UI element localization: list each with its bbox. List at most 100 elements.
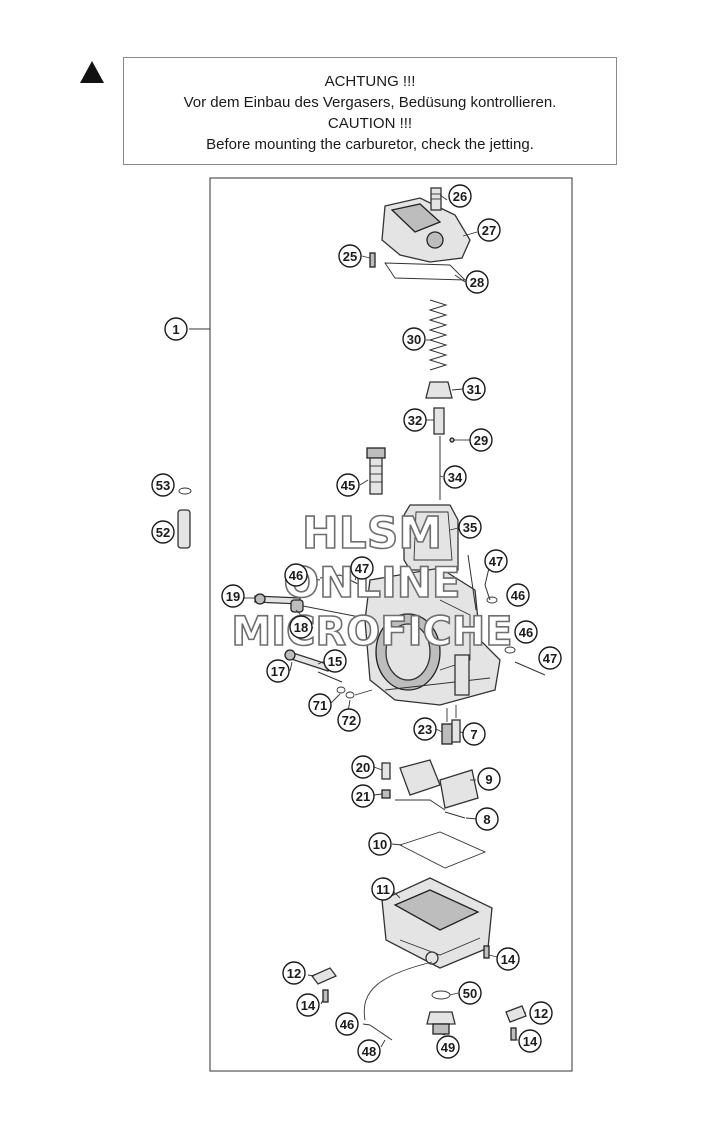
callout-circle (458, 981, 482, 1005)
callout-circle (296, 993, 320, 1017)
vent-tube (177, 487, 192, 549)
callout-circle (308, 693, 332, 717)
float-bowl-gasket (398, 831, 487, 869)
callout-circle (164, 317, 188, 341)
callout-circle (484, 549, 508, 573)
callout-11: 11 (371, 877, 395, 901)
callout-number: 28 (470, 275, 484, 290)
callout-number: 29 (474, 433, 488, 448)
callout-circle (462, 722, 486, 746)
callout-47: 47 (538, 646, 562, 670)
callout-circle (151, 520, 175, 544)
callout-number: 46 (511, 588, 525, 603)
callout-circle (403, 408, 427, 432)
callout-circle (465, 270, 489, 294)
callout-circle (371, 877, 395, 901)
callout-circle (402, 327, 426, 351)
callout-number: 48 (362, 1044, 376, 1059)
callout-20: 20 (351, 755, 375, 779)
idle-adjust-screw (366, 447, 386, 495)
drain-o-ring (431, 990, 451, 1000)
carburetor-top-cover (381, 187, 471, 263)
callout-27: 27 (477, 218, 501, 242)
callout-32: 32 (403, 408, 427, 432)
callout-number: 32 (408, 413, 422, 428)
callout-1: 1 (164, 317, 188, 341)
callout-number: 17 (271, 664, 285, 679)
callout-45: 45 (336, 473, 360, 497)
callout-7: 7 (462, 722, 486, 746)
callout-number: 52 (156, 525, 170, 540)
callout-circle (448, 184, 472, 208)
callout-9: 9 (477, 767, 501, 791)
overflow-hose (363, 961, 433, 1021)
drain-plug (426, 1011, 456, 1035)
callout-number: 46 (519, 625, 533, 640)
callout-12: 12 (529, 1001, 553, 1025)
callout-number: 11 (376, 882, 390, 897)
callout-circle (284, 563, 308, 587)
spring-retainer (425, 381, 453, 399)
callout-48: 48 (357, 1039, 381, 1063)
callout-14: 14 (496, 947, 520, 971)
callout-17: 17 (266, 659, 290, 683)
overflow-hose-end (369, 1024, 393, 1041)
callout-circle (335, 1012, 359, 1036)
callout-circle (336, 473, 360, 497)
bowl-screws (310, 945, 527, 1041)
callout-number: 18 (294, 620, 308, 635)
callout-19: 19 (221, 584, 245, 608)
callout-circle (436, 1035, 460, 1059)
callout-circle (351, 755, 375, 779)
callout-number: 12 (534, 1006, 548, 1021)
vent-hose-right (514, 661, 546, 676)
callout-number: 30 (407, 332, 421, 347)
callout-28: 28 (465, 270, 489, 294)
callout-number: 21 (356, 789, 370, 804)
callout-29: 29 (469, 428, 493, 452)
callout-12: 12 (282, 961, 306, 985)
throttle-spring (428, 299, 448, 371)
callout-number: 26 (453, 189, 467, 204)
caution-line-en-text: Before mounting the carburetor, check th… (206, 136, 534, 153)
washer-72 (345, 691, 355, 699)
callout-47: 47 (484, 549, 508, 573)
callout-34: 34 (443, 465, 467, 489)
jet-needle (439, 436, 455, 500)
carburetor-body (364, 554, 501, 706)
watermark-line-3: MICROFICHE (231, 609, 512, 655)
callout-number: 12 (287, 966, 301, 981)
callout-number: 10 (373, 837, 387, 852)
callout-46: 46 (284, 563, 308, 587)
callout-47: 47 (350, 556, 374, 580)
hose-clip-a (486, 596, 498, 604)
callout-circle (413, 717, 437, 741)
callout-circle (475, 807, 499, 831)
callout-circle (221, 584, 245, 608)
callout-46: 46 (335, 1012, 359, 1036)
callout-circle (151, 473, 175, 497)
callout-circle (529, 1001, 553, 1025)
callout-circle (368, 832, 392, 856)
callout-circle (323, 649, 347, 673)
callout-number: 14 (523, 1034, 538, 1049)
callout-circle (506, 583, 530, 607)
callout-number: 25 (343, 249, 357, 264)
caution-notice: ACHTUNG !!! Vor dem Einbau des Vergasers… (123, 57, 617, 165)
callout-circle (350, 556, 374, 580)
caution-line-de-text: Vor dem Einbau des Vergasers, Bedüsung k… (183, 94, 557, 111)
o-ring-71 (336, 686, 346, 694)
hose-clip-b (504, 646, 516, 654)
callout-number: 46 (340, 1017, 354, 1032)
cover-screw (369, 252, 376, 268)
float-assembly (381, 759, 479, 819)
callout-number: 31 (467, 382, 481, 397)
caution-line-en-title: CAUTION !!! (327, 115, 413, 132)
callout-number: 50 (463, 986, 477, 1001)
callout-49: 49 (436, 1035, 460, 1059)
callout-18: 18 (289, 615, 313, 639)
caution-line-de-title: ACHTUNG !!! (324, 73, 416, 90)
callout-number: 19 (226, 589, 240, 604)
callout-circle (496, 947, 520, 971)
